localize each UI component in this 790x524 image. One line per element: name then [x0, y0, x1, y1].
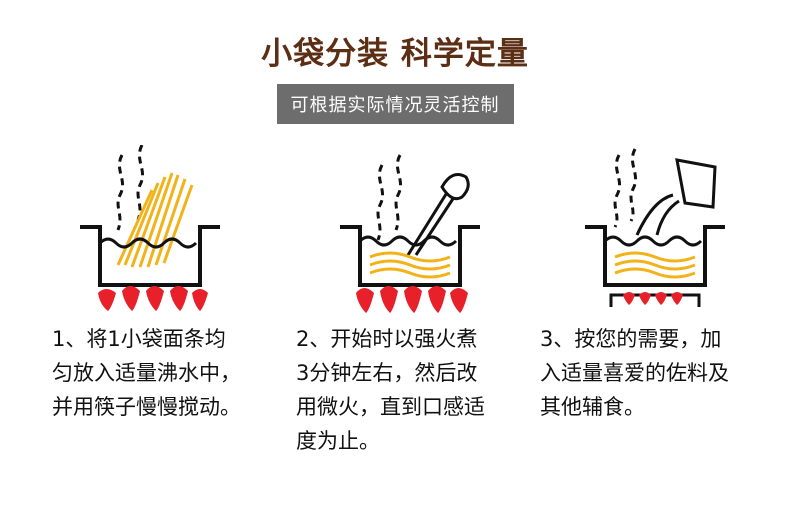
flame-icon	[356, 286, 468, 313]
subtitle-banner: 可根据实际情况灵活控制	[0, 84, 790, 124]
step-1-illustration	[80, 145, 220, 311]
noodles-icon	[614, 251, 696, 279]
step-1-line: 并用筷子慢慢搅动。	[52, 395, 241, 419]
step-2-line: 2、开始时以强火煮	[296, 327, 478, 351]
pot-icon	[585, 225, 725, 287]
step-2-line: 度为止。	[296, 429, 380, 453]
noodles-icon	[369, 251, 451, 279]
step-1-line: 1、将1小袋面条均	[52, 327, 226, 351]
pot-icon	[80, 225, 220, 287]
pot-icon	[340, 225, 480, 287]
step-1-line: 匀放入适量沸水中，	[52, 361, 241, 385]
step-3-line: 入适量喜爱的佐料及	[540, 361, 729, 385]
noodles-icon	[116, 172, 194, 268]
flame-icon	[623, 292, 683, 305]
step-2-line: 3分钟左右，然后改	[296, 361, 478, 385]
step-2-text: 2、开始时以强火煮 3分钟左右，然后改 用微火，直到口感适 度为止。	[296, 322, 528, 458]
step-1-text: 1、将1小袋面条均 匀放入适量沸水中， 并用筷子慢慢搅动。	[52, 322, 284, 424]
steam-icon	[376, 154, 403, 241]
step-2-illustration	[340, 154, 480, 313]
flame-icon	[98, 286, 208, 311]
step-3-line: 其他辅食。	[540, 395, 645, 419]
steam-icon	[613, 148, 638, 228]
page-title: 小袋分装 科学定量	[261, 36, 529, 72]
step-3-illustration	[585, 148, 725, 307]
step-3-text: 3、按您的需要，加 入适量喜爱的佐料及 其他辅食。	[540, 322, 772, 424]
seasoning-pack-icon	[635, 158, 717, 236]
step-3-line: 3、按您的需要，加	[540, 327, 722, 351]
subtitle-text: 可根据实际情况灵活控制	[276, 84, 514, 124]
steam-icon	[116, 145, 145, 231]
step-2-line: 用微火，直到口感适	[296, 395, 485, 419]
